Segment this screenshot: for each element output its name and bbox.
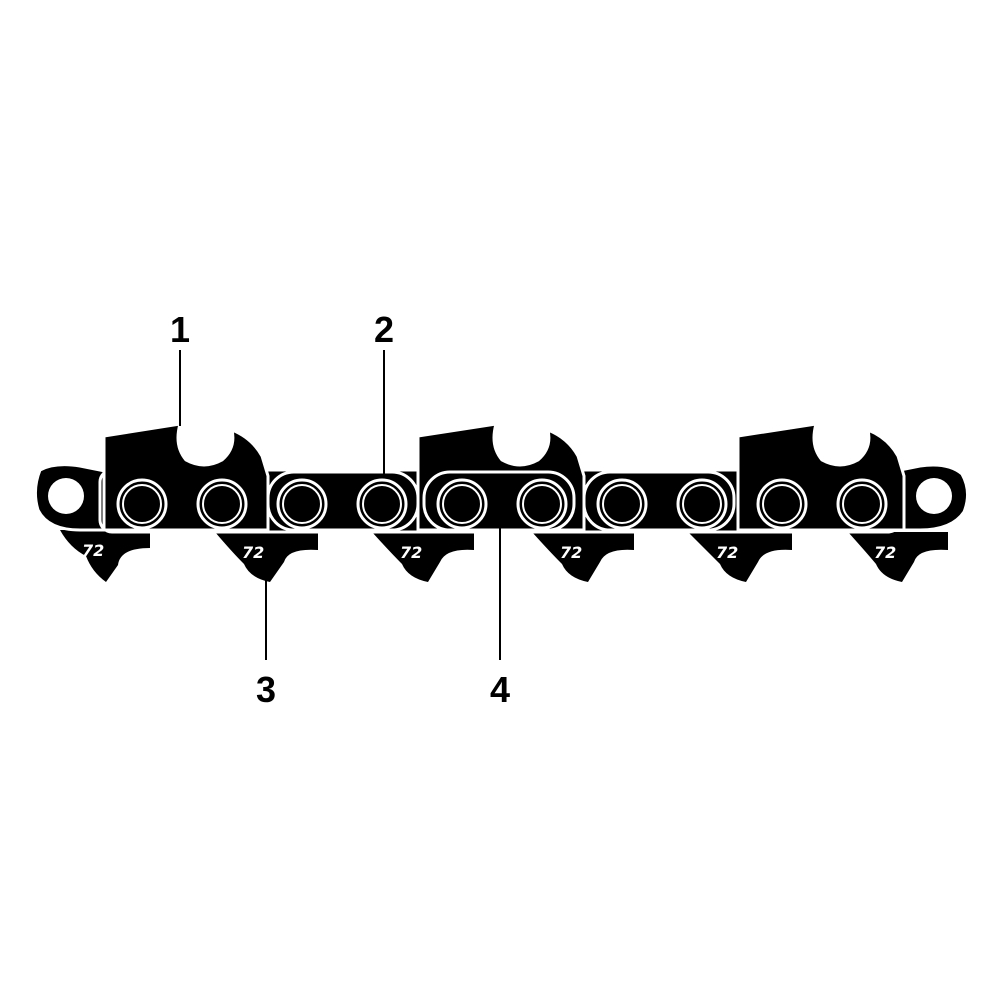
rivet-head <box>842 484 882 524</box>
drive-link-stamp: 72 <box>82 541 104 560</box>
drive-link-stamp: 72 <box>560 543 582 562</box>
rivet-head <box>522 484 562 524</box>
drive-link: 72 <box>60 530 150 582</box>
drive-link: 72 <box>372 532 474 582</box>
callout-3: 3 <box>256 669 276 710</box>
callout-4: 4 <box>490 669 510 710</box>
rivet-head <box>682 484 722 524</box>
drive-link: 72 <box>688 532 792 582</box>
rivet-head <box>762 484 802 524</box>
rivet-head <box>202 484 242 524</box>
callout-1: 1 <box>170 309 190 350</box>
drive-link-stamp: 72 <box>242 543 264 562</box>
rivet-head <box>282 484 322 524</box>
drive-link-stamp: 72 <box>874 543 896 562</box>
rivet-head <box>362 484 402 524</box>
end-hole-left <box>48 478 84 514</box>
side-link <box>266 470 420 532</box>
rivet-head <box>602 484 642 524</box>
drive-link: 72 <box>848 532 948 582</box>
drive-link-stamp: 72 <box>400 543 422 562</box>
side-link <box>582 470 736 532</box>
callout-2: 2 <box>374 309 394 350</box>
leader-lines <box>179 350 501 660</box>
drive-link: 72 <box>532 532 634 582</box>
callouts: 1 2 3 4 <box>170 309 510 710</box>
drive-link: 72 <box>215 532 318 582</box>
end-holes <box>48 478 952 514</box>
rivet-head <box>122 484 162 524</box>
end-hole-right <box>916 478 952 514</box>
drive-link-stamp: 72 <box>716 543 738 562</box>
drive-links: 72 72 72 72 72 72 <box>60 530 948 582</box>
rivets <box>116 478 888 530</box>
rivet-head <box>442 484 482 524</box>
